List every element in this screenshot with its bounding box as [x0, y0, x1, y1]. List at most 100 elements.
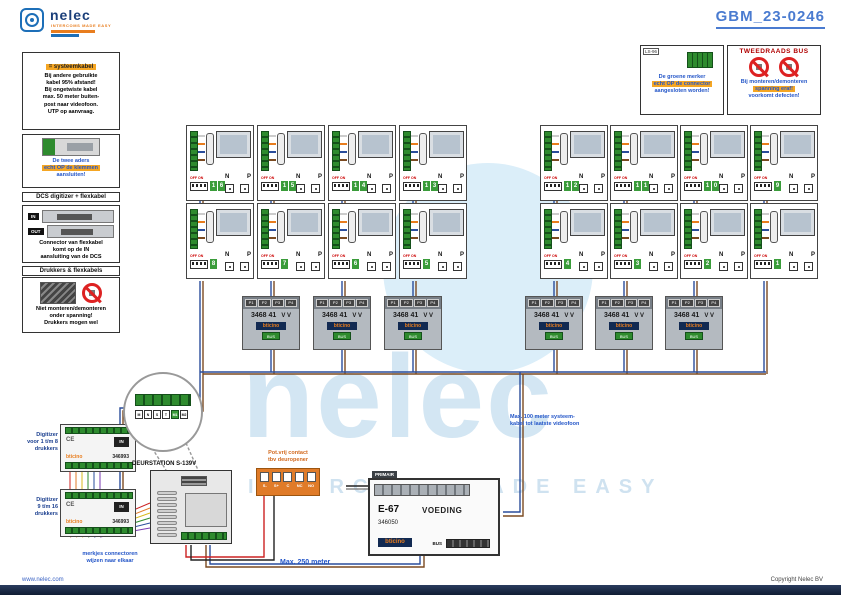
- port-terminal[interactable]: P3: [554, 299, 567, 307]
- port-terminal[interactable]: P2: [258, 299, 271, 307]
- p-terminal[interactable]: [453, 184, 462, 193]
- zoom-terminal[interactable]: M1: [171, 410, 179, 419]
- n-terminal[interactable]: [579, 184, 588, 193]
- port-terminal[interactable]: P2: [541, 299, 554, 307]
- port-terminal[interactable]: P1: [387, 299, 400, 307]
- dip-switch[interactable]: [754, 182, 772, 191]
- digitizer-terminal-bottom[interactable]: [65, 462, 133, 469]
- bus-terminal[interactable]: BUS: [545, 332, 563, 340]
- port-terminal[interactable]: P3: [413, 299, 426, 307]
- dip-switch[interactable]: [261, 260, 279, 269]
- dip-switch[interactable]: [403, 260, 421, 269]
- contact-terminal[interactable]: NO: [306, 472, 316, 495]
- bus-terminal[interactable]: BUS: [615, 332, 633, 340]
- p-terminal[interactable]: [594, 184, 603, 193]
- n-terminal[interactable]: [579, 262, 588, 271]
- bus-terminal[interactable]: BUS: [333, 332, 351, 340]
- port-terminal[interactable]: P4: [355, 299, 368, 307]
- dip-switch[interactable]: [754, 260, 772, 269]
- p-terminal[interactable]: [664, 262, 673, 271]
- port-terminal[interactable]: P1: [598, 299, 611, 307]
- port-terminal[interactable]: P3: [624, 299, 637, 307]
- power-bus-terminal[interactable]: [446, 539, 490, 548]
- p-terminal[interactable]: [382, 262, 391, 271]
- call-button[interactable]: [157, 497, 177, 501]
- digitizer-terminal-top[interactable]: [65, 492, 133, 499]
- footer-url[interactable]: www.nelec.com: [22, 577, 64, 583]
- zoom-terminal[interactable]: S: [153, 410, 161, 419]
- call-button[interactable]: [157, 533, 177, 537]
- n-terminal[interactable]: [296, 262, 305, 271]
- zoom-terminal[interactable]: M2: [180, 410, 188, 419]
- p-terminal[interactable]: [453, 262, 462, 271]
- port-terminal[interactable]: P4: [426, 299, 439, 307]
- n-terminal[interactable]: [225, 184, 234, 193]
- port-terminal[interactable]: P2: [400, 299, 413, 307]
- n-terminal[interactable]: [789, 184, 798, 193]
- port-terminal[interactable]: P1: [528, 299, 541, 307]
- bus-terminal[interactable]: BUS: [404, 332, 422, 340]
- p-terminal[interactable]: [734, 184, 743, 193]
- call-button[interactable]: [157, 521, 177, 525]
- port-terminal[interactable]: P2: [611, 299, 624, 307]
- p-terminal[interactable]: [311, 184, 320, 193]
- n-terminal[interactable]: [225, 262, 234, 271]
- p-terminal[interactable]: [734, 262, 743, 271]
- n-terminal[interactable]: [296, 184, 305, 193]
- digitizer-terminal-top[interactable]: [65, 427, 133, 434]
- call-button[interactable]: [157, 491, 177, 495]
- dip-switch[interactable]: [261, 182, 279, 191]
- contact-terminal[interactable]: NC: [295, 472, 305, 495]
- digitizer-terminal-bottom[interactable]: [65, 527, 133, 534]
- p-terminal[interactable]: [240, 262, 249, 271]
- port-terminal[interactable]: P1: [668, 299, 681, 307]
- dip-switch[interactable]: [684, 260, 702, 269]
- port-terminal[interactable]: P2: [329, 299, 342, 307]
- p-terminal[interactable]: [804, 262, 813, 271]
- bus-terminal[interactable]: BUS: [262, 332, 280, 340]
- dip-switch[interactable]: [403, 182, 421, 191]
- bus-terminal[interactable]: BUS: [685, 332, 703, 340]
- in-connector[interactable]: IN: [114, 502, 129, 512]
- port-terminal[interactable]: P4: [284, 299, 297, 307]
- p-terminal[interactable]: [240, 184, 249, 193]
- p-terminal[interactable]: [804, 184, 813, 193]
- call-button[interactable]: [157, 515, 177, 519]
- contact-terminal[interactable]: S-: [260, 472, 270, 495]
- n-terminal[interactable]: [649, 184, 658, 193]
- n-terminal[interactable]: [438, 184, 447, 193]
- n-terminal[interactable]: [649, 262, 658, 271]
- contact-terminal[interactable]: C: [283, 472, 293, 495]
- in-connector[interactable]: IN: [114, 437, 129, 447]
- zoom-terminal[interactable]: T: [162, 410, 170, 419]
- port-terminal[interactable]: P4: [707, 299, 720, 307]
- n-terminal[interactable]: [789, 262, 798, 271]
- dip-switch[interactable]: [614, 260, 632, 269]
- dip-switch[interactable]: [332, 182, 350, 191]
- p-terminal[interactable]: [311, 262, 320, 271]
- call-button[interactable]: [157, 527, 177, 531]
- zoom-terminal[interactable]: N: [144, 410, 152, 419]
- port-terminal[interactable]: P4: [637, 299, 650, 307]
- p-terminal[interactable]: [594, 262, 603, 271]
- dip-switch[interactable]: [332, 260, 350, 269]
- n-terminal[interactable]: [719, 184, 728, 193]
- port-terminal[interactable]: P4: [567, 299, 580, 307]
- n-terminal[interactable]: [367, 262, 376, 271]
- n-terminal[interactable]: [367, 184, 376, 193]
- port-terminal[interactable]: P1: [316, 299, 329, 307]
- call-button[interactable]: [157, 509, 177, 513]
- n-terminal[interactable]: [719, 262, 728, 271]
- port-terminal[interactable]: P3: [271, 299, 284, 307]
- zoom-terminal[interactable]: M: [135, 410, 143, 419]
- p-terminal[interactable]: [664, 184, 673, 193]
- dip-switch[interactable]: [684, 182, 702, 191]
- port-terminal[interactable]: P3: [342, 299, 355, 307]
- dip-switch[interactable]: [190, 260, 208, 269]
- p-terminal[interactable]: [382, 184, 391, 193]
- port-terminal[interactable]: P1: [245, 299, 258, 307]
- n-terminal[interactable]: [438, 262, 447, 271]
- mains-terminal-strip[interactable]: [374, 484, 470, 496]
- dip-switch[interactable]: [614, 182, 632, 191]
- contact-terminal[interactable]: S+: [271, 472, 281, 495]
